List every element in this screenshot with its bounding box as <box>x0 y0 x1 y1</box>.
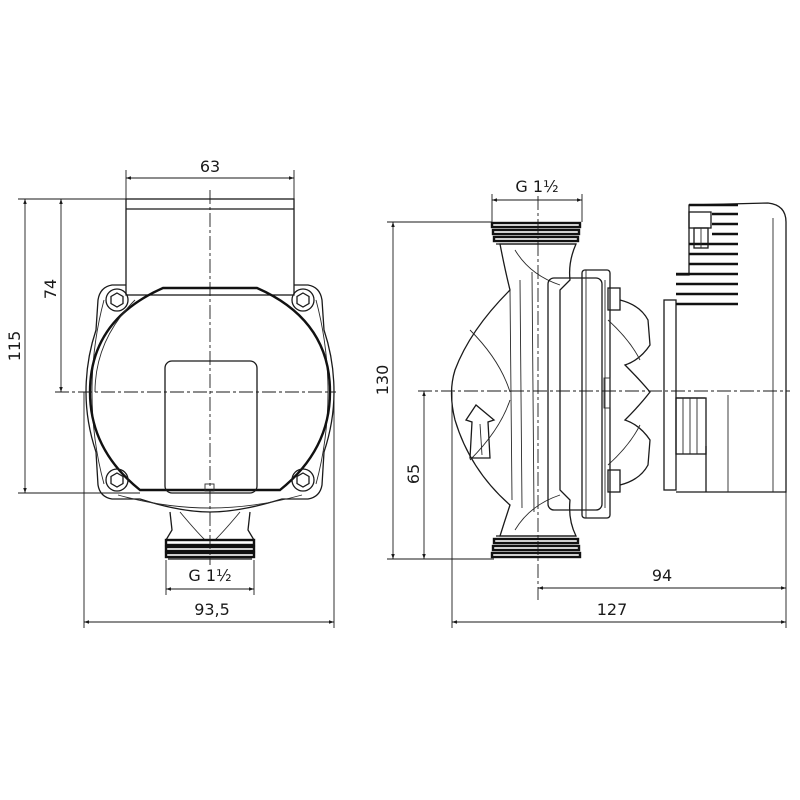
cooling-fins <box>676 203 738 306</box>
dim-label-115: 115 <box>5 331 24 362</box>
dim-side-center-to-bottom: 65 <box>404 391 426 559</box>
bolt-icon <box>105 288 129 312</box>
dim-label-127: 127 <box>597 600 628 619</box>
side-pump-housing <box>450 243 578 537</box>
front-motor-disc <box>88 286 332 494</box>
side-motor-electronics <box>663 202 787 493</box>
dim-front-top-width: 63 <box>125 157 295 199</box>
dim-label-63: 63 <box>200 157 220 176</box>
dim-side-axis-to-end: 94 <box>538 492 787 628</box>
side-bottom-connection <box>490 535 582 559</box>
dim-side-thread: G 1½ <box>491 177 583 222</box>
dim-side-overall-length: 127 <box>451 392 786 628</box>
dim-side-overall-height: 130 <box>373 221 494 560</box>
dim-front-top-to-center: 74 <box>41 199 63 392</box>
dim-label-94: 94 <box>652 566 672 585</box>
dim-label-93-5: 93,5 <box>194 600 230 619</box>
front-view: 63 115 74 G 1½ 93,5 <box>5 157 336 628</box>
bolt-icon <box>291 288 315 312</box>
dim-front-overall-width: 93,5 <box>83 392 335 628</box>
dim-front-overall-height: 115 <box>5 198 140 494</box>
dim-label-g-1-1-2-front: G 1½ <box>188 566 231 585</box>
dim-front-thread: G 1½ <box>165 560 255 595</box>
side-stator-housing <box>547 269 651 519</box>
dim-label-g-1-1-2-side: G 1½ <box>515 177 558 196</box>
dim-label-74: 74 <box>41 279 60 299</box>
front-bolts <box>105 288 315 492</box>
side-view: G 1½ 130 65 94 127 <box>373 177 790 628</box>
side-top-connection <box>490 221 582 245</box>
dim-label-65: 65 <box>404 464 423 484</box>
bolt-icon <box>291 468 315 492</box>
bolt-icon <box>105 468 129 492</box>
dim-label-130: 130 <box>373 365 392 396</box>
